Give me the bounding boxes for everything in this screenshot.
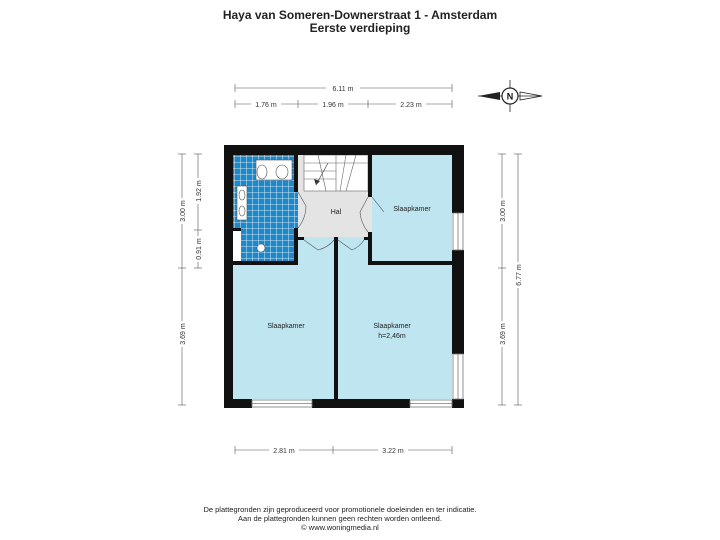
dim-left-upper: 3.00 m [180,200,187,222]
dim-bottom-right: 3.22 m [382,448,404,455]
bath-fixtures [236,159,293,253]
bedroom-bottom-left [233,265,334,399]
walls [224,145,464,408]
page-title: Haya van Someren-Downerstraat 1 - Amster… [222,8,498,22]
room-label-bedroom-bottom-right: Slaapkamer [373,323,411,330]
dim-left-small: 0.91 m [196,238,203,260]
footer-disclaimer-line2: Aan de plattegronden kunnen geen rechten… [238,514,442,523]
stairs [303,154,369,192]
dim-top-middle: 1.96 m [322,102,344,109]
room-label-bedroom-bottom-left: Slaapkamer [267,323,305,330]
dim-top-total: 6.11 m [333,86,354,93]
bottom-dimensions [234,446,453,454]
footer-disclaimer-line1: De plattegronden zijn geproduceerd voor … [203,505,477,514]
doors [297,191,385,251]
room-label-bedroom-top-right: Slaapkamer [393,206,431,213]
dim-right-upper: 3.00 m [500,200,507,222]
compass-icon: N [478,80,543,112]
room-label-hal: Hal [331,209,342,216]
windows [251,212,464,408]
dim-right-lower: 3.69 m [500,323,507,345]
room-height-label: h=2,46m [378,333,406,340]
dim-right-total: 6.77 m [516,264,523,286]
dim-left-lower: 3.69 m [180,323,187,345]
footer-copyright: © www.woningmedia.nl [301,523,379,532]
dim-bottom-left: 2.81 m [273,448,295,455]
compass-letter: N [507,92,514,102]
dim-top-right: 2.23 m [400,102,422,109]
page-subtitle: Eerste verdieping [309,21,411,35]
dim-top-left: 1.76 m [255,102,277,109]
dim-left-bath: 1.92 m [196,180,203,202]
